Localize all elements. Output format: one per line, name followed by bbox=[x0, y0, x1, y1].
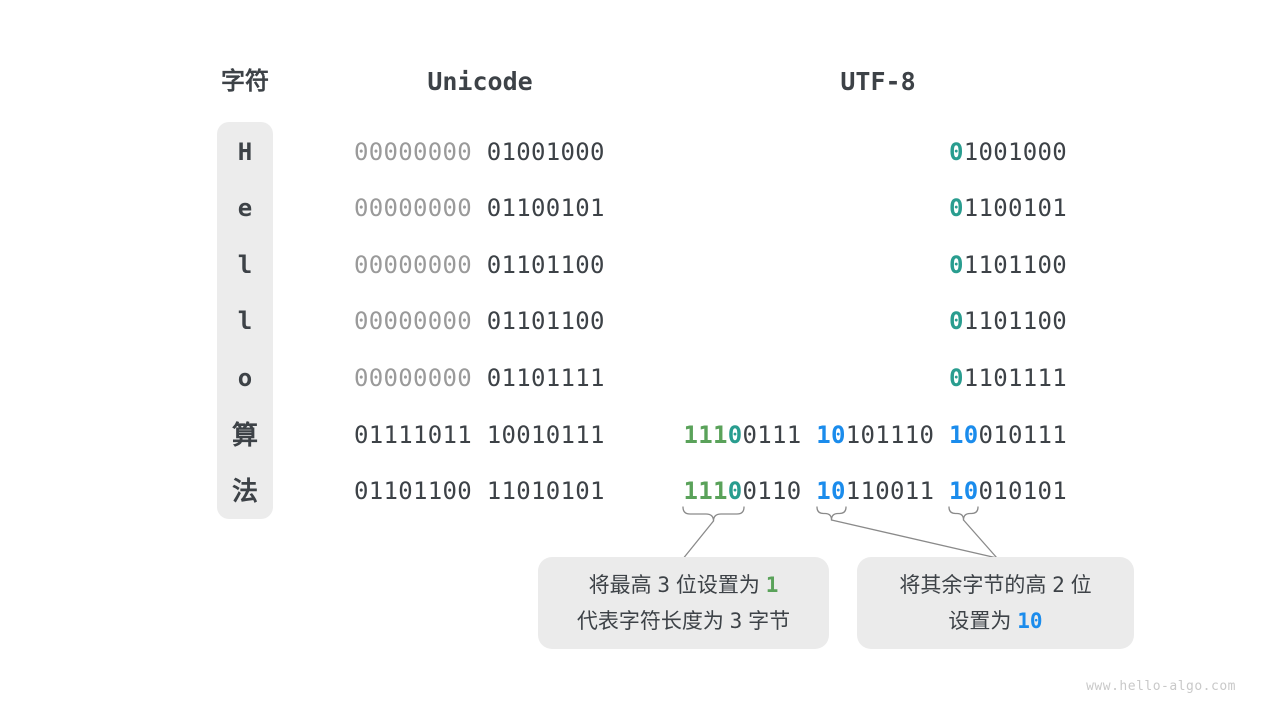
utf8-bits-h: 01001000 bbox=[949, 138, 1067, 166]
connector-line-byte2-to-box2 bbox=[830, 519, 998, 559]
column-header-utf8: UTF-8 bbox=[840, 67, 916, 96]
char-cell-suan: 算 bbox=[231, 420, 258, 450]
utf8-bits-l2: 01101100 bbox=[949, 307, 1067, 335]
column-header-unicode: Unicode bbox=[427, 67, 533, 96]
utf8-bits-l1: 01101100 bbox=[949, 251, 1067, 279]
callout-continuation-bits-line1: 将其余字节的高 2 位 bbox=[899, 573, 1092, 597]
character-column-background bbox=[217, 122, 273, 519]
char-cell-l2: l bbox=[237, 307, 253, 335]
brace-prefix-10-byte2 bbox=[816, 506, 847, 521]
brace-prefix-10-byte3 bbox=[948, 506, 979, 521]
unicode-bits-h: 00000000 01001000 bbox=[354, 138, 605, 166]
unicode-bits-l2: 00000000 01101100 bbox=[354, 307, 605, 335]
callout-leading-bits-line1: 将最高 3 位设置为 1 bbox=[588, 573, 779, 597]
connector-line-byte3-to-box2 bbox=[962, 519, 998, 559]
char-cell-l1: l bbox=[237, 251, 253, 279]
column-header-character: 字符 bbox=[221, 68, 269, 95]
char-cell-h: H bbox=[237, 138, 253, 166]
unicode-bits-l1: 00000000 01101100 bbox=[354, 251, 605, 279]
watermark: www.hello-algo.com bbox=[1086, 679, 1236, 694]
utf8-bits-suan: 11100111 10101110 10010111 bbox=[683, 421, 1067, 449]
brace-prefix-1110 bbox=[682, 506, 745, 522]
callout-leading-bits-line2: 代表字符长度为 3 字节 bbox=[576, 609, 791, 633]
callout-continuation-bits-line2: 设置为 10 bbox=[948, 609, 1043, 633]
unicode-bits-e: 00000000 01100101 bbox=[354, 194, 605, 222]
callout-continuation-bits: 将其余字节的高 2 位 设置为 10 bbox=[857, 557, 1134, 649]
callout-leading-bits: 将最高 3 位设置为 1 代表字符长度为 3 字节 bbox=[538, 557, 829, 649]
connector-line-to-box1 bbox=[681, 520, 715, 561]
unicode-bits-o: 00000000 01101111 bbox=[354, 364, 605, 392]
unicode-bits-fa: 01101100 11010101 bbox=[354, 477, 605, 505]
char-cell-e: e bbox=[237, 194, 253, 222]
char-cell-o: o bbox=[237, 364, 253, 392]
utf8-bits-o: 01101111 bbox=[949, 364, 1067, 392]
unicode-bits-suan: 01111011 10010111 bbox=[354, 421, 605, 449]
char-cell-fa: 法 bbox=[231, 476, 258, 506]
utf8-bits-fa: 11100110 10110011 10010101 bbox=[683, 477, 1067, 505]
utf8-bits-e: 01100101 bbox=[949, 194, 1067, 222]
